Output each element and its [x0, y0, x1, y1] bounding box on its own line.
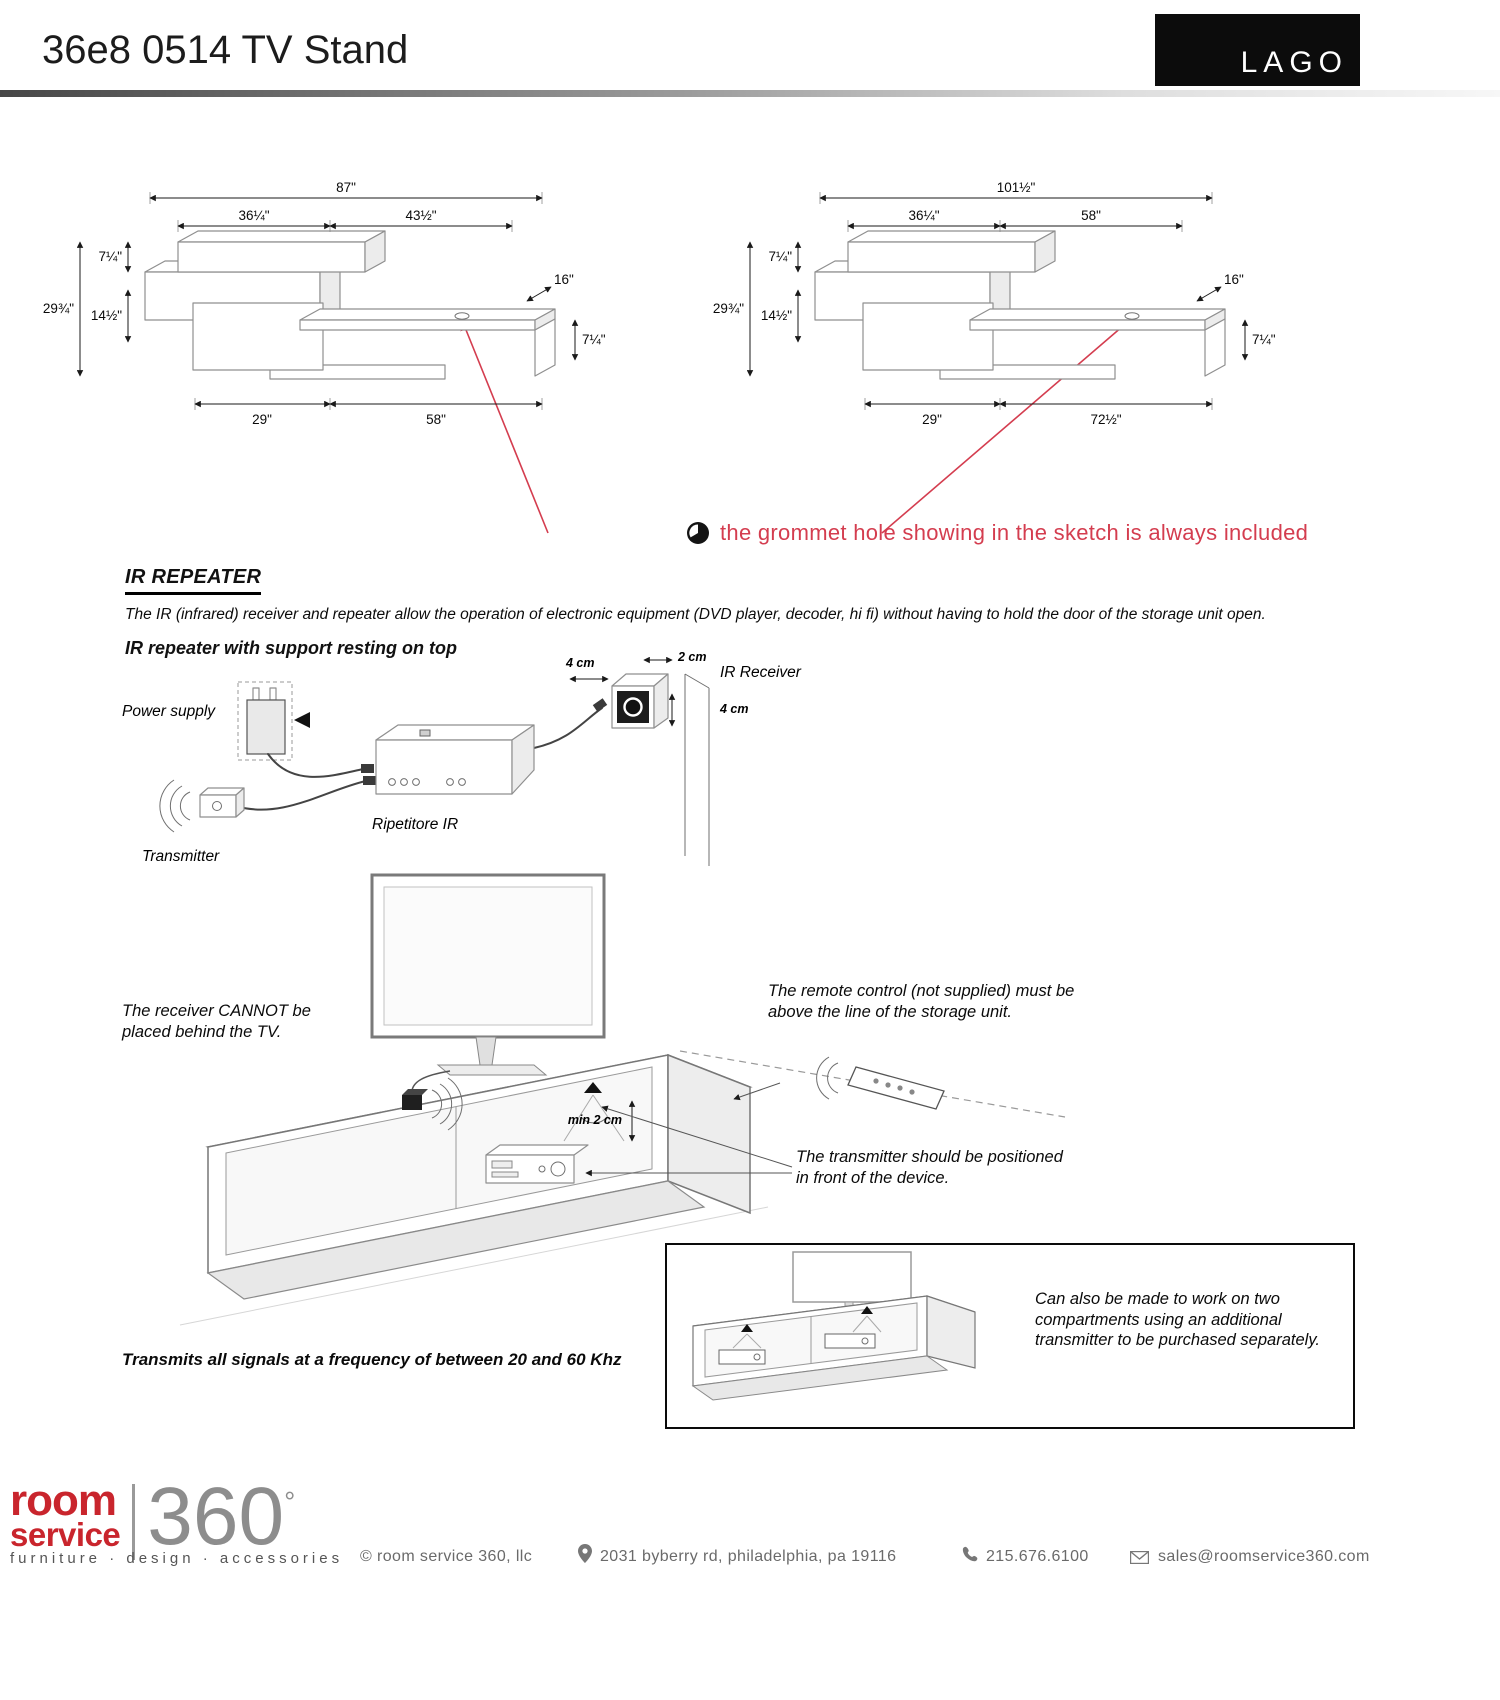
- dim-right-width: 58": [1081, 208, 1101, 223]
- brand-logo: LAGO: [1155, 14, 1360, 86]
- frequency-note: Transmits all signals at a frequency of …: [122, 1350, 622, 1369]
- brand-logo-text: LAGO: [1240, 46, 1348, 79]
- logo-divider: [132, 1484, 136, 1560]
- ir-repeater-heading-text: IR REPEATER: [125, 566, 262, 595]
- dim-overall-height: 29¾": [713, 301, 744, 316]
- grommet-hole: [1124, 312, 1140, 320]
- dim-bottom-right: 58": [426, 412, 446, 427]
- ir-receiver-drawing: [611, 673, 710, 866]
- power-supply-drawing: [237, 681, 310, 761]
- remote-note: The remote control (not supplied) must b…: [768, 982, 1075, 1021]
- grommet-annotation: the grommet hole showing in the sketch i…: [686, 520, 1308, 546]
- address-text: 2031 byberry rd, philadelphia, pa 19116: [600, 1548, 897, 1565]
- installation-drawing: [179, 873, 1066, 1326]
- transmitter-note: The transmitter should be positioned in …: [796, 1148, 1063, 1187]
- two-compartments-inset: Can also be made to work on two compartm…: [665, 1243, 1355, 1429]
- ir-kit-drawing: [159, 656, 710, 866]
- logo-degree: °: [284, 1486, 296, 1517]
- email-icon: [1129, 1550, 1150, 1569]
- dim-shelf-height: 7¼": [582, 332, 606, 347]
- dim-bottom-right: 72½": [1090, 412, 1121, 427]
- dim-depth: 16": [1224, 272, 1244, 287]
- dim-4cm-side-label: 4 cm: [720, 702, 749, 716]
- receiver-drawing: [402, 1070, 463, 1131]
- location-pin-icon: [578, 1544, 592, 1568]
- grommet-note-text: the grommet hole showing in the sketch i…: [720, 520, 1309, 545]
- power-supply-label: Power supply: [122, 703, 216, 720]
- grommet-icon: [687, 522, 709, 544]
- roomservice360-logo: room service 360°: [10, 1476, 296, 1560]
- two-compartments-drawing: [691, 1251, 976, 1401]
- ir-kit-diagram: Power supply Transmitter Ripetitore IR I…: [120, 648, 860, 883]
- stand-line-art: [814, 230, 1226, 380]
- min-gap-label: min 2 cm: [567, 1113, 622, 1127]
- dim-bottom-left: 29": [922, 412, 942, 427]
- ir-repeater-heading: IR REPEATER: [125, 566, 262, 595]
- grommet-hole: [454, 312, 470, 320]
- tv-drawing: [370, 873, 606, 1076]
- tv-stand-drawing-left: 87" 36¼" 43½" 7¼" 29¾" 14½" 16" 7¼" 29": [43, 180, 606, 427]
- ir-repeater-subheading: IR repeater with support resting on top: [125, 638, 458, 658]
- header-rule: [0, 90, 1500, 97]
- dimension-lines: 87" 36¼" 43½" 7¼" 29¾" 14½" 16" 7¼" 29": [43, 180, 606, 427]
- dim-total-width: 87": [336, 180, 356, 195]
- ir-repeater-intro: The IR (infrared) receiver and repeater …: [125, 606, 1266, 623]
- dimension-drawings-section: 87" 36¼" 43½" 7¼" 29¾" 14½" 16" 7¼" 29": [0, 150, 1500, 570]
- transmitter-drawing: [159, 779, 245, 833]
- dimension-lines: 101½" 36¼" 58" 7¼" 29¾" 14½" 16" 7¼" 29": [713, 180, 1276, 427]
- phone-text: 215.676.6100: [986, 1548, 1089, 1565]
- logo-service-text: service: [10, 1516, 121, 1554]
- dim-top-height: 7¼": [98, 249, 122, 264]
- copyright-text: © room service 360, llc: [360, 1548, 533, 1565]
- dim-right-width: 43½": [405, 208, 436, 223]
- logo-360-number: 360: [147, 1471, 285, 1562]
- email-text: sales@roomservice360.com: [1158, 1548, 1370, 1565]
- dim-bottom-left: 29": [252, 412, 272, 427]
- dim-4cm-top-label: 4 cm: [566, 656, 595, 670]
- dim-2cm-label: 2 cm: [678, 650, 707, 664]
- inside-transmitter-drawing: [563, 1082, 625, 1142]
- logo-tagline: furniture · design · accessories: [10, 1550, 344, 1567]
- dim-mid-height: 14½": [91, 308, 122, 323]
- hifi-device-drawing: [485, 1144, 589, 1184]
- repeater-drawing: [375, 724, 535, 795]
- receiver-note: The receiver CANNOT be placed behind the…: [122, 1002, 311, 1041]
- dim-mid-height: 14½": [761, 308, 792, 323]
- tv-stand-drawing-right: 101½" 36¼" 58" 7¼" 29¾" 14½" 16" 7¼" 29": [713, 180, 1276, 427]
- dim-left-width: 36¼": [238, 208, 269, 223]
- phone-icon: [962, 1546, 978, 1567]
- dim-depth: 16": [554, 272, 574, 287]
- dim-left-width: 36¼": [908, 208, 939, 223]
- ir-receiver-label: IR Receiver: [720, 664, 801, 681]
- page-title: 36e8 0514 TV Stand: [42, 28, 409, 72]
- remote-control-drawing: [816, 1056, 945, 1110]
- logo-wordmark: room service: [10, 1476, 121, 1554]
- dim-overall-height: 29¾": [43, 301, 74, 316]
- installation-diagram: The receiver CANNOT be placed behind the…: [120, 855, 1380, 1400]
- dim-shelf-height: 7¼": [1252, 332, 1276, 347]
- stand-line-art: [144, 230, 556, 380]
- repeater-label: Ripetitore IR: [372, 816, 459, 833]
- two-compartments-note: Can also be made to work on two compartm…: [1035, 1290, 1320, 1350]
- dim-total-width: 101½": [997, 180, 1036, 195]
- logo-360: 360°: [147, 1476, 296, 1558]
- dim-top-height: 7¼": [768, 249, 792, 264]
- logo-room-text: room: [10, 1476, 117, 1525]
- transmitter-label: Transmitter: [142, 848, 220, 865]
